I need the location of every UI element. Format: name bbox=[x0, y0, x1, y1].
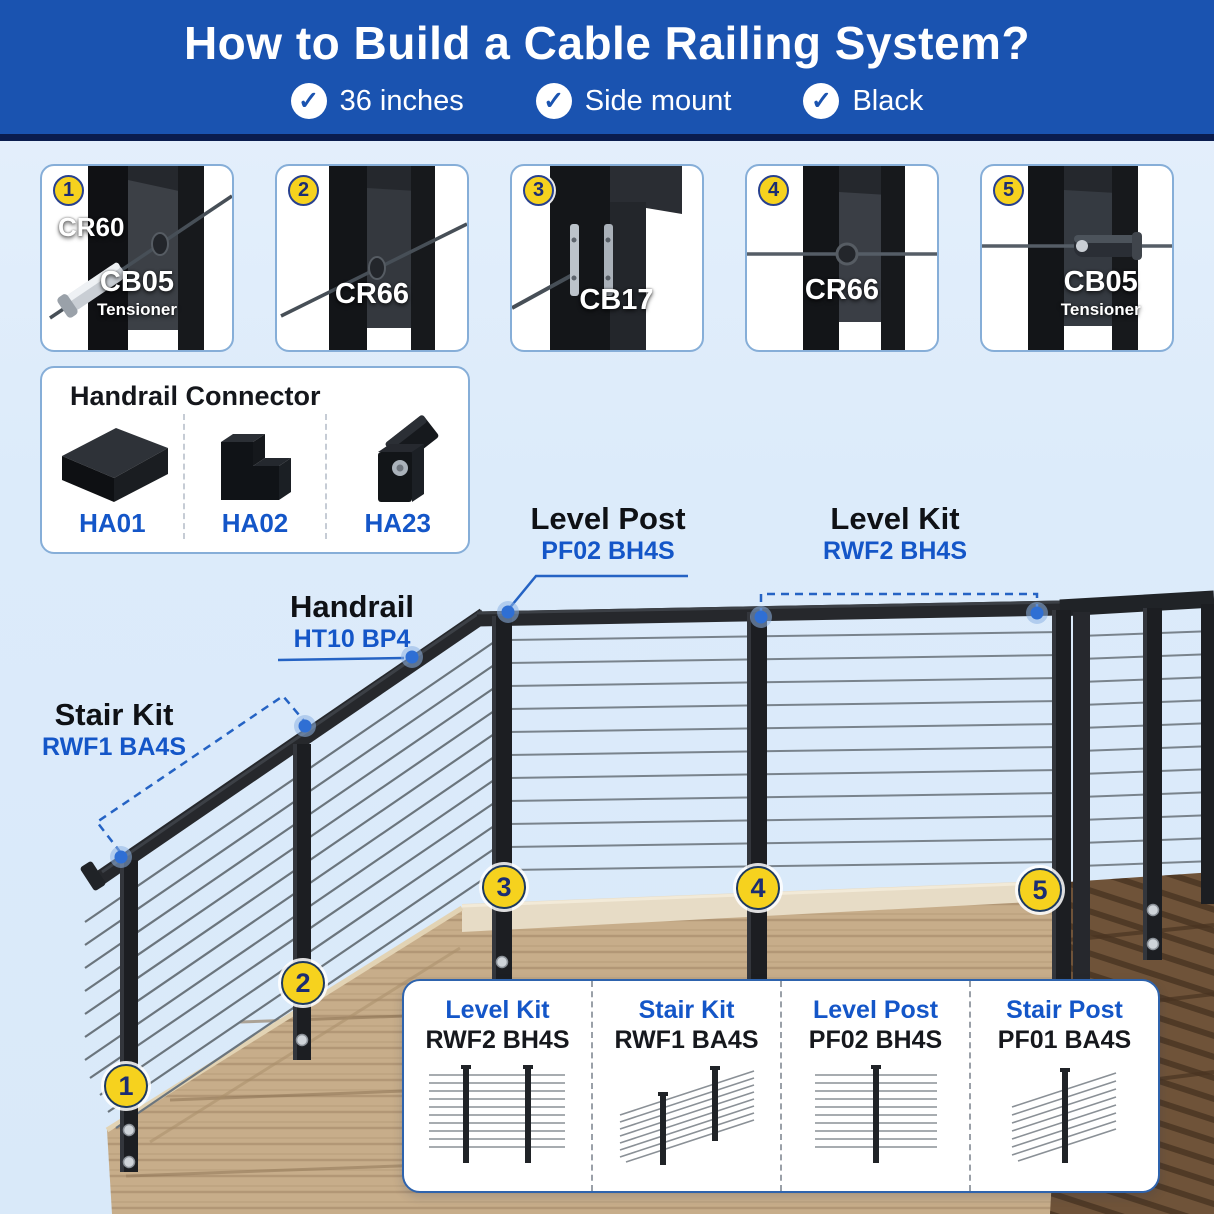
page-title: How to Build a Cable Railing System? bbox=[183, 17, 1031, 69]
step-card-4: 4 CR66 bbox=[745, 164, 939, 352]
callout-code: HT10 BP4 bbox=[293, 625, 411, 654]
legend-level-post: Level Post PF02 BH4S bbox=[780, 981, 969, 1191]
part-code-label: CB05 bbox=[1063, 266, 1138, 298]
post-marker-3: 3 bbox=[482, 865, 526, 909]
fitting-photo bbox=[982, 166, 1172, 350]
connector-code: HA23 bbox=[364, 508, 431, 538]
step-number-badge: 1 bbox=[53, 175, 84, 206]
legend-level-kit: Level Kit RWF2 BH4S bbox=[404, 981, 591, 1191]
post-marker-1: 1 bbox=[104, 1064, 148, 1108]
kit-legend-box: Level Kit RWF2 BH4S Stair Kit RWF1 BA4S bbox=[402, 979, 1160, 1193]
step-number-badge: 5 bbox=[993, 175, 1024, 206]
step-number-badge: 2 bbox=[288, 175, 319, 206]
corner-connector-image bbox=[221, 434, 291, 500]
part-code-label: Tensioner bbox=[97, 300, 177, 319]
connector-code: HA02 bbox=[221, 508, 289, 538]
legend-stair-kit: Stair Kit RWF1 BA4S bbox=[591, 981, 780, 1191]
callout-title: Stair Kit bbox=[54, 697, 174, 732]
legend-title: Stair Kit bbox=[638, 996, 735, 1024]
handrail-end-cap bbox=[80, 861, 106, 891]
legend-stair-post: Stair Post PF01 BA4S bbox=[969, 981, 1158, 1191]
post-marker-5: 5 bbox=[1018, 868, 1062, 912]
legend-title: Level Post bbox=[812, 996, 939, 1024]
level-post-diagram bbox=[814, 1065, 937, 1163]
legend-title: Stair Post bbox=[1006, 996, 1123, 1024]
callout-title: Level Post bbox=[530, 501, 686, 536]
feature-list: ✓ 36 inches ✓ Side mount ✓ Black bbox=[0, 83, 1214, 119]
step-number-badge: 4 bbox=[758, 175, 789, 206]
legend-code: RWF1 BA4S bbox=[614, 1026, 759, 1054]
step-card-2: 2 CR66 bbox=[275, 164, 469, 352]
step-card-3: 3 CB17 bbox=[510, 164, 704, 352]
level-kit-diagram bbox=[428, 1065, 565, 1163]
feature-label: Black bbox=[852, 84, 924, 117]
callout-handrail: Handrail HT10 BP4 bbox=[264, 589, 440, 655]
handrail-connector-box: Handrail Connector HA01 HA02 bbox=[40, 366, 470, 554]
feature-side-mount: ✓ Side mount bbox=[535, 83, 732, 119]
connector-items: HA01 HA02 bbox=[42, 414, 468, 539]
connector-code: HA01 bbox=[79, 508, 146, 538]
stair-kit-diagram bbox=[619, 1066, 754, 1165]
stair-post-diagram bbox=[1011, 1068, 1116, 1163]
feature-label: Side mount bbox=[584, 84, 732, 117]
feature-36-inches: ✓ 36 inches bbox=[290, 83, 464, 119]
header-banner: How to Build a Cable Railing System? ✓ 3… bbox=[0, 0, 1214, 134]
callout-code: RWF2 BH4S bbox=[822, 537, 967, 566]
part-code-label: CB17 bbox=[579, 284, 654, 316]
callout-title: Level Kit bbox=[830, 501, 960, 536]
connector-item-ha01: HA01 bbox=[42, 414, 183, 539]
part-code-label: CR60 bbox=[58, 212, 125, 242]
part-code-label: CR66 bbox=[334, 278, 410, 310]
step-card-5: 5 CB05 Tensioner bbox=[980, 164, 1174, 352]
fitting-photo bbox=[280, 166, 467, 350]
callout-level-kit: Level Kit RWF2 BH4S bbox=[800, 501, 990, 567]
fitting-photo bbox=[747, 166, 937, 350]
callout-leaders bbox=[95, 574, 1039, 854]
legend-title: Level Kit bbox=[445, 996, 550, 1024]
step-cards-row: 1 CR60 CB05 Tensioner 2 CR66 bbox=[40, 164, 1174, 352]
flat-connector-image bbox=[62, 428, 169, 502]
fitting-photo bbox=[49, 166, 232, 350]
check-icon: ✓ bbox=[535, 83, 572, 119]
connector-item-ha23: HA23 bbox=[325, 414, 468, 539]
connector-box-title: Handrail Connector bbox=[70, 381, 321, 411]
callout-level-post: Level Post PF02 BH4S bbox=[518, 501, 698, 567]
callout-code: PF02 BH4S bbox=[541, 537, 675, 566]
legend-code: RWF2 BH4S bbox=[425, 1026, 570, 1054]
legend-code: PF01 BA4S bbox=[997, 1026, 1132, 1054]
check-icon: ✓ bbox=[290, 83, 327, 119]
feature-black: ✓ Black bbox=[803, 83, 923, 119]
post-marker-4: 4 bbox=[736, 866, 780, 910]
level-cables bbox=[504, 631, 1063, 871]
level-handrail bbox=[476, 600, 1063, 627]
callout-stair-kit: Stair Kit RWF1 BA4S bbox=[26, 697, 202, 763]
callout-code: RWF1 BA4S bbox=[41, 733, 186, 762]
part-code-label: CR66 bbox=[804, 274, 880, 306]
fitting-photo bbox=[512, 166, 682, 350]
part-code-label: Tensioner bbox=[1060, 300, 1141, 319]
callout-dots bbox=[110, 601, 1048, 868]
adjustable-connector-image bbox=[377, 415, 438, 502]
return-handrail bbox=[1059, 590, 1214, 617]
header-divider bbox=[0, 134, 1214, 141]
connector-item-ha02: HA02 bbox=[182, 414, 326, 539]
callout-title: Handrail bbox=[289, 589, 415, 624]
post-marker-2: 2 bbox=[281, 961, 325, 1005]
step-number-badge: 3 bbox=[523, 175, 554, 206]
feature-label: 36 inches bbox=[339, 84, 464, 117]
check-icon: ✓ bbox=[803, 83, 840, 119]
part-code-label: CB05 bbox=[99, 266, 175, 298]
legend-code: PF02 BH4S bbox=[808, 1026, 943, 1054]
return-cables bbox=[1079, 630, 1214, 867]
step-card-1: 1 CR60 CB05 Tensioner bbox=[40, 164, 234, 352]
